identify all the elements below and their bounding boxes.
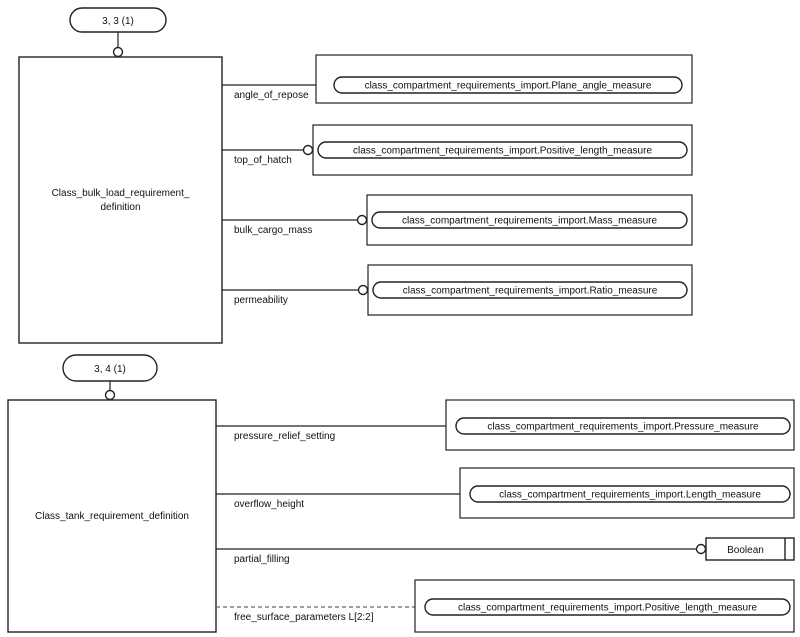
defined-type-label: class_compartment_requirements_import.Ma… — [402, 216, 658, 227]
defined-type-capsule — [333, 76, 683, 94]
relationship-end-circle-icon — [695, 543, 707, 555]
defined-type-capsule — [424, 598, 791, 616]
entity-name: Class_tank_requirement_definition — [35, 511, 189, 522]
entity-name: definition — [100, 202, 140, 213]
attribute-label: pressure_relief_setting — [234, 431, 335, 442]
attribute-label: overflow_height — [234, 499, 304, 510]
attribute-label: angle_of_repose — [234, 90, 309, 101]
defined-type-label: class_compartment_requirements_import.Pr… — [487, 422, 759, 433]
defined-type-capsule — [455, 417, 791, 435]
entity-box — [7, 399, 217, 633]
attribute-label: free_surface_parameters L[2:2] — [234, 612, 374, 623]
entity-box — [18, 56, 223, 344]
simple-type-box — [705, 537, 795, 561]
defined-type-capsule — [372, 281, 688, 299]
defined-type-label: class_compartment_requirements_import.Ra… — [403, 286, 658, 297]
simple-type-label: Boolean — [727, 545, 764, 556]
page-reference-label: 3, 3 (1) — [102, 16, 134, 27]
attribute-label: bulk_cargo_mass — [234, 225, 312, 236]
relationship-end-circle-icon — [302, 144, 314, 156]
defined-type-label: class_compartment_requirements_import.Le… — [499, 490, 761, 501]
relationship-end-circle-icon — [356, 214, 368, 226]
attribute-label: top_of_hatch — [234, 155, 292, 166]
reference-circle-icon — [112, 46, 124, 58]
defined-type-label: class_compartment_requirements_import.Pl… — [365, 81, 652, 92]
entity-name: Class_bulk_load_requirement_ — [52, 188, 190, 199]
defined-type-capsule — [469, 485, 791, 503]
page-reference-label: 3, 4 (1) — [94, 364, 126, 375]
attribute-label: partial_filling — [234, 554, 290, 565]
relationship-end-circle-icon — [357, 284, 369, 296]
defined-type-label: class_compartment_requirements_import.Po… — [458, 603, 757, 614]
defined-type-capsule — [371, 211, 688, 229]
defined-type-capsule — [317, 141, 688, 159]
attribute-label: permeability — [234, 295, 288, 306]
defined-type-label: class_compartment_requirements_import.Po… — [353, 146, 652, 157]
reference-circle-icon — [104, 389, 116, 401]
